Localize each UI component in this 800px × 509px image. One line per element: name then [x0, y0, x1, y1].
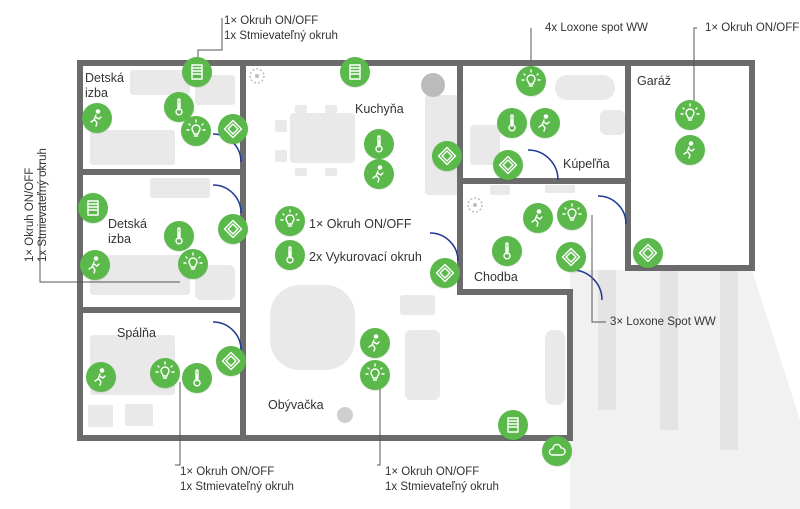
switch-icon — [218, 114, 248, 144]
room-label-living-room: Obývačka — [268, 398, 324, 412]
callout-line: 1× Okruh ON/OFF — [385, 466, 480, 478]
room-label-bathroom: Kúpeľňa — [563, 157, 610, 171]
motion-sensor-icon — [364, 159, 394, 189]
thermometer-icon — [182, 363, 212, 393]
switch-icon — [218, 214, 248, 244]
callout-living-room: 1× Okruh ON/OFF 1x Stmievateľný okruh — [385, 465, 499, 495]
switch-icon — [432, 141, 462, 171]
room-label-line: izba — [85, 86, 108, 100]
switch-icon — [556, 242, 586, 272]
callout-line: 1x Stmievateľný okruh — [224, 30, 338, 42]
switch-icon — [633, 238, 663, 268]
callout-bathroom-spots: 4x Loxone spot WW — [545, 22, 648, 34]
blinds-icon — [498, 410, 528, 440]
leader-lines — [39, 18, 697, 466]
callout-line: 1× Okruh ON/OFF — [24, 167, 36, 262]
motion-sensor-icon — [360, 328, 390, 358]
light-bulb-icon — [557, 200, 587, 230]
legend-heating-text: 2x Vykurovací okruh — [309, 250, 422, 264]
room-label-line: Detská — [108, 217, 147, 231]
callout-garage: 1× Okruh ON/OFF — [705, 22, 800, 34]
light-bulb-icon — [178, 249, 208, 279]
room-label-line: izba — [108, 232, 131, 246]
furniture — [88, 70, 625, 427]
room-label-kitchen: Kuchyňa — [355, 102, 404, 116]
room-label-kids-1: Detská izba — [85, 71, 124, 101]
motion-sensor-icon — [523, 203, 553, 233]
motion-sensor-icon — [530, 108, 560, 138]
callout-bedroom: 1× Okruh ON/OFF 1x Stmievateľný okruh — [180, 465, 294, 495]
callout-kids-room-left: 1× Okruh ON/OFF 1x Stmievateľný okruh — [24, 148, 50, 262]
thermometer-icon — [275, 240, 305, 270]
thermometer-icon — [497, 108, 527, 138]
motion-sensor-icon — [675, 135, 705, 165]
room-label-kids-2: Detská izba — [108, 217, 147, 247]
motion-sensor-icon — [82, 103, 112, 133]
light-bulb-icon — [675, 100, 705, 130]
callout-line: 1x Stmievateľný okruh — [180, 481, 294, 493]
light-bulb-icon — [150, 358, 180, 388]
thermometer-icon — [364, 129, 394, 159]
callout-line: 1× Okruh ON/OFF — [180, 466, 275, 478]
thermometer-icon — [164, 221, 194, 251]
callout-kids-room-top: 1× Okruh ON/OFF 1x Stmievateľný okruh — [224, 14, 338, 44]
weather-station-icon — [542, 436, 572, 466]
callout-hallway-spots: 3× Loxone Spot WW — [610, 316, 716, 328]
light-bulb-icon — [275, 206, 305, 236]
motion-sensor-icon — [86, 362, 116, 392]
switch-icon — [430, 258, 460, 288]
smoke-detector-icon — [467, 197, 483, 213]
blinds-icon — [340, 57, 370, 87]
light-bulb-icon — [516, 66, 546, 96]
driveway-stripe — [598, 270, 616, 410]
callout-line: 1x Stmievateľný okruh — [385, 481, 499, 493]
thermometer-icon — [492, 236, 522, 266]
walls — [77, 60, 755, 441]
callout-line: 1x Stmievateľný okruh — [37, 148, 49, 262]
blinds-icon — [182, 57, 212, 87]
blinds-icon — [78, 193, 108, 223]
room-label-bedroom: Spálňa — [117, 326, 156, 340]
room-label-hallway: Chodba — [474, 270, 518, 284]
switch-icon — [493, 150, 523, 180]
room-label-garage: Garáž — [637, 74, 672, 88]
driveway-stripe — [720, 270, 738, 450]
switch-icon — [216, 346, 246, 376]
callout-line: 1× Okruh ON/OFF — [224, 15, 319, 27]
driveway-stripe — [660, 270, 678, 430]
light-bulb-icon — [360, 360, 390, 390]
legend-light-text: 1× Okruh ON/OFF — [309, 217, 412, 231]
smoke-detector-icon — [249, 68, 265, 84]
driveway — [570, 270, 800, 509]
light-bulb-icon — [181, 116, 211, 146]
motion-sensor-icon — [80, 250, 110, 280]
room-label-line: Detská — [85, 71, 124, 85]
